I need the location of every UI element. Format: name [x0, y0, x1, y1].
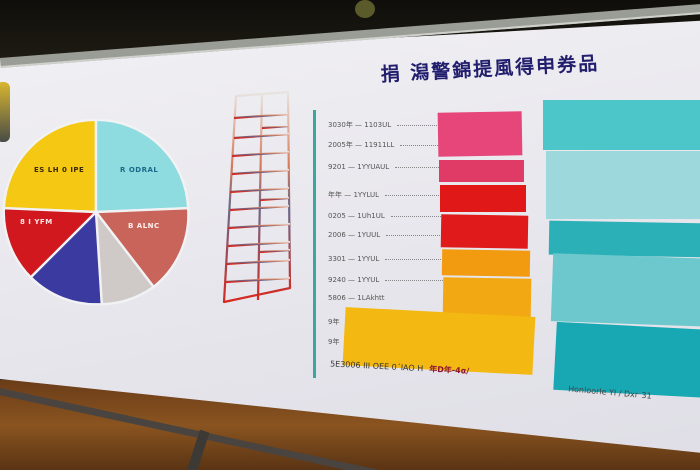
bar-red-2 — [440, 214, 529, 249]
bar-pink-1 — [437, 111, 523, 157]
pie-chart: ES LH 0 IPE R ODRAL 8 I YFM B ALNC — [0, 114, 192, 310]
pie-label-cyan: R ODRAL — [120, 166, 159, 174]
rail-clip — [355, 0, 375, 18]
pie-label-red: 8 I YFM — [20, 218, 53, 226]
bar-row-label: 9240 — 1YYUL — [328, 276, 476, 284]
teal-block-2 — [546, 151, 700, 219]
brick-column-drawing — [222, 90, 292, 304]
bar-row-label: 年年 — 1YYLUL — [328, 190, 476, 200]
bar-row-label: 9年 — [328, 338, 340, 346]
teal-block-3 — [548, 220, 700, 258]
bar-row-label: 2006 — 1YUUL — [328, 231, 477, 239]
bar-row-label: 9年 — [328, 318, 340, 326]
bar-orange-1 — [441, 249, 531, 277]
teal-block-1 — [543, 100, 700, 150]
bar-red-1 — [440, 185, 526, 212]
pie-chart-graphic — [2, 118, 190, 306]
teal-block-4 — [550, 253, 700, 327]
bar-row-label: 3301 — 1YYUL — [328, 255, 476, 263]
marker-object — [0, 82, 10, 142]
bar-row-label: 0205 — 1Uh1UL — [328, 212, 481, 220]
bar-row-label: 5806 — 1LAkhtt — [328, 294, 385, 302]
pie-label-salmon: B ALNC — [128, 222, 160, 230]
bar-chart-axis — [313, 110, 316, 378]
bar-pink-2 — [439, 160, 524, 182]
pie-label-yellow: ES LH 0 IPE — [34, 166, 85, 174]
